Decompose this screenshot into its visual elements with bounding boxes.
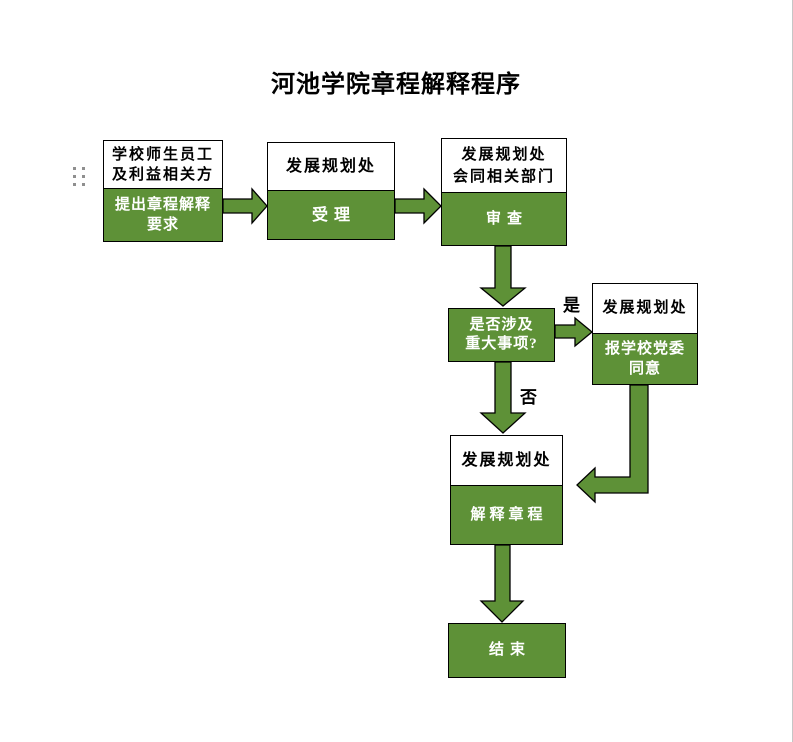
action-line: 审查 xyxy=(485,210,528,227)
node-accept: 发展规划处 受理 xyxy=(267,142,395,240)
actor-line: 发展规划处 xyxy=(461,452,552,469)
end-label: 结束 xyxy=(488,642,531,658)
node-decision: 是否涉及 重大事项? xyxy=(448,308,555,362)
node-end-label: 结束 xyxy=(449,624,565,677)
node-decision-question: 是否涉及 重大事项? xyxy=(449,309,554,361)
actor-line: 会同相关部门 xyxy=(452,168,555,185)
actor-line: 发展规划处 xyxy=(285,158,376,175)
actor-line: 学校师生员工 xyxy=(111,146,214,163)
arrow-request-to-accept xyxy=(222,187,268,225)
question-line: 是否涉及 xyxy=(469,317,534,333)
actor-line: 及利益相关方 xyxy=(111,166,214,183)
arrow-accept-to-review xyxy=(394,187,442,225)
node-interpret-actor: 发展规划处 xyxy=(451,436,562,486)
node-request: 学校师生员工 及利益相关方 提出章程解释 要求 xyxy=(103,140,223,242)
node-accept-action: 受理 xyxy=(268,191,394,239)
action-line: 报学校党委 xyxy=(604,341,685,357)
node-accept-actor: 发展规划处 xyxy=(268,143,394,191)
branch-label-no: 否 xyxy=(520,388,537,407)
node-interpret-action: 解释章程 xyxy=(451,486,562,544)
node-review-action: 审查 xyxy=(442,193,566,245)
arrow-decision-yes xyxy=(554,316,594,348)
arrow-decision-no xyxy=(479,361,527,434)
arrow-approve-to-interpret-elbow xyxy=(576,384,649,504)
arrow-review-to-decision xyxy=(479,245,527,307)
node-review: 发展规划处 会同相关部门 审查 xyxy=(441,138,567,246)
node-request-action: 提出章程解释 要求 xyxy=(104,189,222,241)
action-line: 同意 xyxy=(628,361,661,377)
action-line: 要求 xyxy=(146,217,179,233)
action-line: 解释章程 xyxy=(470,506,547,523)
drag-handle-icon[interactable] xyxy=(73,167,85,186)
node-approve-actor: 发展规划处 xyxy=(593,284,697,334)
action-line: 受理 xyxy=(311,206,356,224)
arrow-interpret-to-end xyxy=(479,544,525,623)
node-interpret: 发展规划处 解释章程 xyxy=(450,435,563,545)
handle-dot xyxy=(73,183,76,186)
action-line: 提出章程解释 xyxy=(114,197,211,213)
question-line: 重大事项? xyxy=(465,336,538,352)
branch-label-yes: 是 xyxy=(563,296,580,315)
node-approve: 发展规划处 报学校党委 同意 xyxy=(592,283,698,385)
node-approve-action: 报学校党委 同意 xyxy=(593,334,697,384)
handle-dot xyxy=(73,167,76,170)
actor-line: 发展规划处 xyxy=(461,146,547,163)
handle-dot xyxy=(82,183,85,186)
page-title: 河池学院章程解释程序 xyxy=(271,72,521,98)
node-review-actor: 发展规划处 会同相关部门 xyxy=(442,139,566,193)
handle-dot xyxy=(82,175,85,178)
handle-dot xyxy=(82,167,85,170)
node-end: 结束 xyxy=(448,623,566,678)
handle-dot xyxy=(73,175,76,178)
node-request-actor: 学校师生员工 及利益相关方 xyxy=(104,141,222,189)
actor-line: 发展规划处 xyxy=(602,300,688,316)
